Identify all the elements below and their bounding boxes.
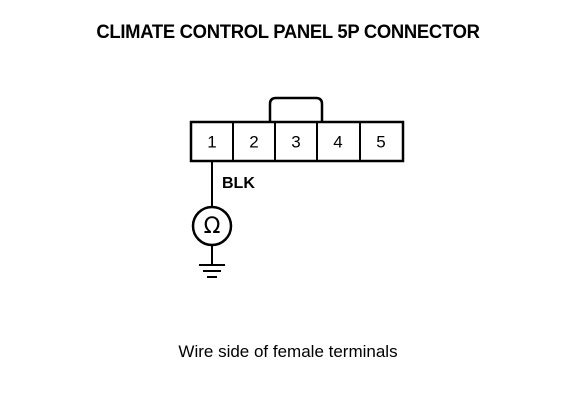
diagram-title: CLIMATE CONTROL PANEL 5P CONNECTOR (96, 22, 480, 43)
ground-icon (199, 264, 225, 278)
wire-color-label: BLK (222, 175, 255, 192)
diagram-caption: Wire side of female terminals (178, 342, 398, 361)
ohm-symbol: Ω (204, 214, 221, 239)
connector-lock-tab (268, 96, 324, 122)
pin-3-label: 3 (291, 132, 300, 151)
connector-housing (189, 120, 405, 163)
pin-5-label: 5 (376, 132, 385, 151)
pin-1-label: 1 (207, 132, 216, 151)
pin-2-label: 2 (249, 132, 258, 151)
pin-4-label: 4 (333, 132, 342, 151)
